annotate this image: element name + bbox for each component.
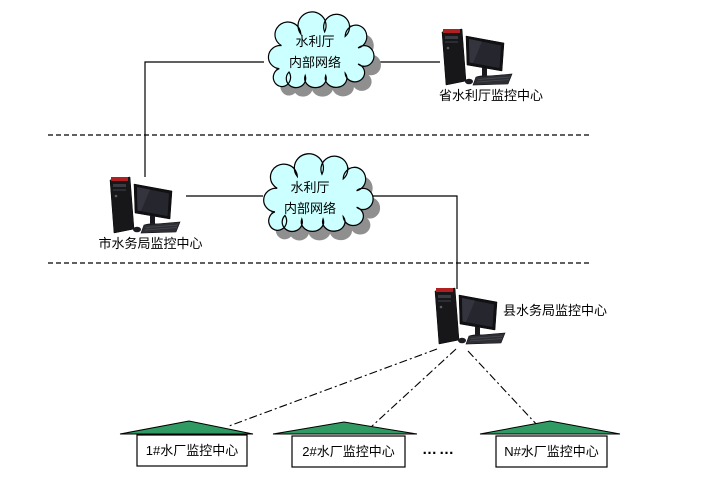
plants-ellipsis: …… — [422, 441, 456, 458]
cloud-top-label-line1: 水利厅 — [295, 34, 335, 49]
city-workstation-icon — [109, 176, 181, 234]
plantN-box — [495, 435, 608, 468]
plantN-label: N#水厂监控中心 — [504, 443, 599, 459]
link-midcloud-to-county — [370, 195, 458, 289]
link-county-to-plant1 — [228, 348, 438, 427]
link-topcloud-to-city — [144, 61, 264, 177]
cloud-middle-label-line2: 内部网络 — [283, 201, 336, 216]
county-center-label: 县水务局监控中心 — [503, 303, 608, 318]
province-workstation-icon — [441, 28, 513, 86]
plant1-label: 1#水厂监控中心 — [145, 442, 239, 458]
plant1-box — [136, 434, 248, 467]
plantN-roof — [479, 420, 621, 435]
plant2-label: 2#水厂监控中心 — [302, 443, 395, 459]
plant2-roof — [272, 421, 418, 435]
cloud-top-label: 水利厅 内部网络 — [262, 31, 368, 73]
plant1-roof — [119, 420, 254, 435]
plant2-box — [291, 435, 406, 468]
cloud-middle-label-line1: 水利厅 — [290, 180, 330, 195]
city-center-label: 市水务局监控中心 — [98, 236, 203, 251]
province-center-label: 省水利厅监控中心 — [438, 88, 543, 103]
cloud-top-label-line2: 内部网络 — [288, 55, 341, 70]
link-county-to-plant2 — [370, 348, 457, 428]
link-county-to-plantN — [467, 350, 539, 427]
cloud-middle-label: 水利厅 内部网络 — [256, 177, 364, 219]
county-workstation-icon — [434, 287, 506, 345]
